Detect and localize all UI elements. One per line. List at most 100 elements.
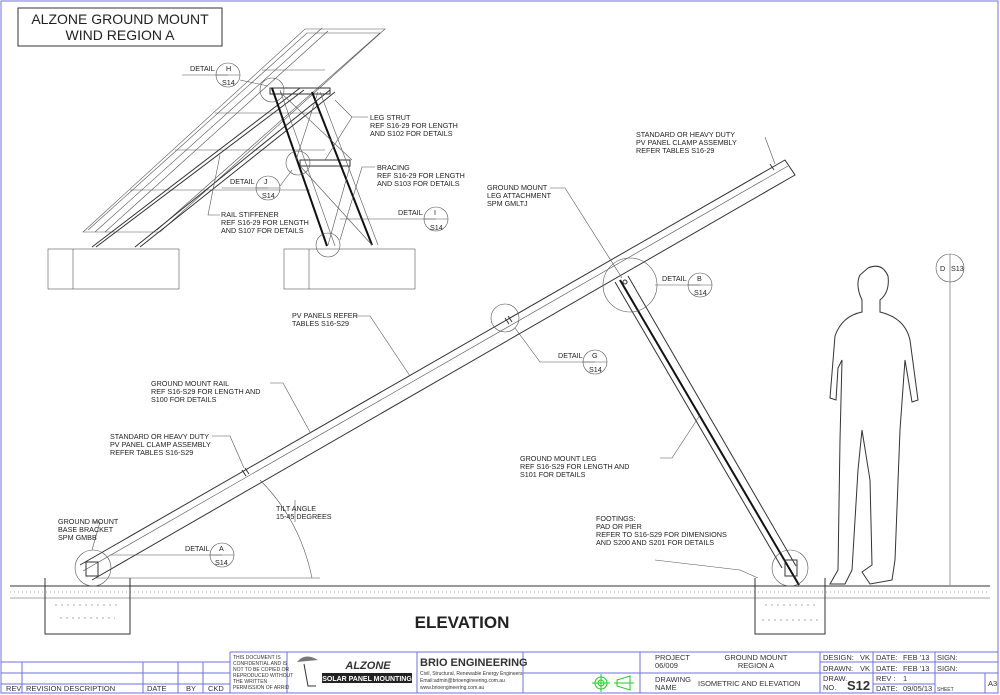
note-bracing: BRACING REF S16-29 FOR LENGTH AND S103 F… — [339, 163, 465, 241]
notes-leg-strut-0: LEG STRUT — [370, 113, 411, 122]
details-0-letter: H — [226, 64, 231, 73]
detail-i[interactable]: DETAIL I S14 — [340, 206, 449, 232]
title-block-date-label: DATE: — [876, 664, 898, 673]
detail-j[interactable]: DETAIL J S14 — [222, 169, 293, 201]
notes-rail-stiffener-0: RAIL STIFFENER — [221, 210, 279, 219]
note-rail: GROUND MOUNT RAIL REF S16-S29 FOR LENGTH… — [151, 379, 311, 433]
title-block-rev-headers-3: BY — [186, 684, 196, 693]
details-3-label: DETAIL — [662, 274, 687, 283]
details-0-sheet: S14 — [222, 78, 235, 87]
detail-d[interactable]: D S13 — [935, 253, 965, 585]
notes-pv-panels-0: PV PANELS REFER — [292, 311, 358, 320]
details-6-sheet: S13 — [951, 264, 964, 273]
notes-tilt-0: TILT ANGLE — [276, 504, 316, 513]
title-block-sheet-label: SHEET — [937, 687, 954, 693]
title-block-rev-headers-4: CKD — [208, 684, 224, 693]
title-block-rev-headers-0: REV — [6, 684, 21, 693]
notes-leg-strut-1: REF S16-29 FOR LENGTH — [370, 121, 458, 130]
title-block-drawing-name-label-1: NAME — [655, 683, 677, 692]
note-rail-stiffener: RAIL STIFFENER REF S16-29 FOR LENGTH AND… — [207, 154, 309, 235]
alzone-logo: ALZONE SOLAR PANEL MOUNTING — [297, 656, 412, 687]
note-clamp-low: STANDARD OR HEAVY DUTY PV PANEL CLAMP AS… — [110, 432, 245, 469]
title-line1: ALZONE GROUND MOUNT — [31, 11, 209, 27]
note-leg-attachment: GROUND MOUNT LEG ATTACHMENT SPM GMLTJ — [487, 183, 623, 279]
notes-clamp-top-0: STANDARD OR HEAVY DUTY — [636, 130, 735, 139]
title-block-sign-label: SIGN: — [937, 653, 957, 662]
notes-leg-2: S101 FOR DETAILS — [520, 470, 586, 479]
notes-rail-2: S100 FOR DETAILS — [151, 395, 217, 404]
title-block-notice-2: NOT TO BE COPIED OR — [233, 667, 290, 673]
note-footings: FOOTINGS: PAD OR PIER REFER TO S16-S29 F… — [596, 514, 759, 579]
details-1-sheet: S14 — [262, 191, 275, 200]
drawing-title: ALZONE GROUND MOUNT WIND REGION A — [17, 7, 223, 47]
notes-leg-strut-2: AND S102 FOR DETAILS — [370, 129, 453, 138]
details-1-letter: J — [264, 177, 268, 186]
title-block-date-label: DATE: — [876, 653, 898, 662]
notes-rail-stiffener-2: AND S107 FOR DETAILS — [221, 226, 304, 235]
title-block-notice-4: THE WRITTEN — [233, 679, 268, 685]
notes-footings-3: AND S200 AND S201 FOR DETAILS — [596, 538, 714, 547]
title-block-date1: FEB '13 — [903, 653, 929, 662]
details-6-letter: D — [940, 264, 945, 273]
detail-h[interactable]: DETAIL H S14 — [182, 62, 269, 88]
title-block-design: VK — [860, 653, 870, 662]
title-block-date-label: DATE: — [876, 684, 898, 693]
title-block-sign-label: SIGN: — [937, 664, 957, 673]
title-block-project-no: 06/009 — [655, 661, 678, 670]
notes-leg-1: REF S16-S29 FOR LENGTH AND — [520, 462, 629, 471]
title-block-date2: FEB '13 — [903, 664, 929, 673]
title-block-rev-label: REV : — [876, 674, 896, 683]
notes-base-bracket-1: BASE BRACKET — [58, 525, 114, 534]
title-block-company-name: BRIO ENGINEERING — [420, 657, 528, 669]
title-block-drawing-name-label-0: DRAWING — [655, 675, 691, 684]
notes-base-bracket-2: SPM GMBB — [58, 533, 97, 542]
title-block: REV REVISION DESCRIPTION DATE BY CKD THI… — [1, 651, 998, 693]
note-tilt-angle: TILT ANGLE 15-45 DEGREES — [276, 500, 332, 522]
details-4-letter: G — [592, 351, 598, 360]
details-4-label: DETAIL — [558, 351, 583, 360]
title-block-notice-3: REPRODUCED WITHOUT — [233, 673, 293, 679]
notes-rail-stiffener-1: REF S16-29 FOR LENGTH — [221, 218, 309, 227]
note-base-bracket: GROUND MOUNT BASE BRACKET SPM GMBB — [58, 517, 119, 551]
details-3-sheet: S14 — [694, 288, 707, 297]
title-block-project-label: PROJECT — [655, 653, 690, 662]
detail-b[interactable]: DETAIL B S14 — [655, 272, 713, 298]
details-5-letter: A — [219, 544, 224, 553]
detail-g[interactable]: DETAIL G S14 — [514, 327, 608, 375]
title-line2: WIND REGION A — [66, 27, 176, 43]
projection-symbol-icon — [592, 674, 634, 692]
notes-footings-0: FOOTINGS: — [596, 514, 636, 523]
view-label: ELEVATION — [415, 613, 510, 632]
note-clamp-top: STANDARD OR HEAVY DUTY PV PANEL CLAMP AS… — [636, 130, 776, 165]
details-1-label: DETAIL — [230, 177, 255, 186]
notes-tilt-1: 15-45 DEGREES — [276, 512, 332, 521]
notes-rail-0: GROUND MOUNT RAIL — [151, 379, 229, 388]
notes-clamp-low-2: REFER TABLES S16-S29 — [110, 448, 193, 457]
title-block-draw-no-label-1: NO. — [823, 683, 836, 692]
notes-clamp-top-2: REFER TABLES S16-29 — [636, 146, 714, 155]
notes-leg-attachment-1: LEG ATTACHMENT — [487, 191, 552, 200]
note-leg: GROUND MOUNT LEG REF S16-S29 FOR LENGTH … — [520, 414, 701, 479]
notes-clamp-top-1: PV PANEL CLAMP ASSEMBLY — [636, 138, 737, 147]
title-block-logo-brand: ALZONE — [344, 660, 391, 672]
human-figure — [829, 265, 919, 585]
title-block-company-line3: www.brioengineering.com.au — [420, 685, 484, 691]
details-0-label: DETAIL — [190, 64, 215, 73]
title-block-project-name-0: GROUND MOUNT — [725, 653, 788, 662]
details-5-label: DETAIL — [185, 544, 210, 553]
isometric-view — [47, 27, 416, 290]
title-block-notice-0: THIS DOCUMENT IS — [233, 655, 281, 661]
title-block-rev: 1 — [903, 674, 907, 683]
notes-footings-2: REFER TO S16-S29 FOR DIMENSIONS — [596, 530, 727, 539]
title-block-company-line2: Email:admin@brioengineering.com.au — [420, 678, 505, 684]
title-block-drawn-label: DRAWN: — [823, 664, 853, 673]
note-pv-panels: PV PANELS REFER TABLES S16-S29 — [292, 311, 411, 377]
notes-leg-attachment-0: GROUND MOUNT — [487, 183, 548, 192]
title-block-rev-headers-2: DATE — [147, 684, 166, 693]
title-block-drawn: VK — [860, 664, 870, 673]
notes-rail-1: REF S16-S29 FOR LENGTH AND — [151, 387, 260, 396]
details-2-label: DETAIL — [398, 208, 423, 217]
detail-a[interactable]: DETAIL A S14 — [110, 542, 235, 568]
title-block-design-label: DESIGN: — [823, 653, 854, 662]
